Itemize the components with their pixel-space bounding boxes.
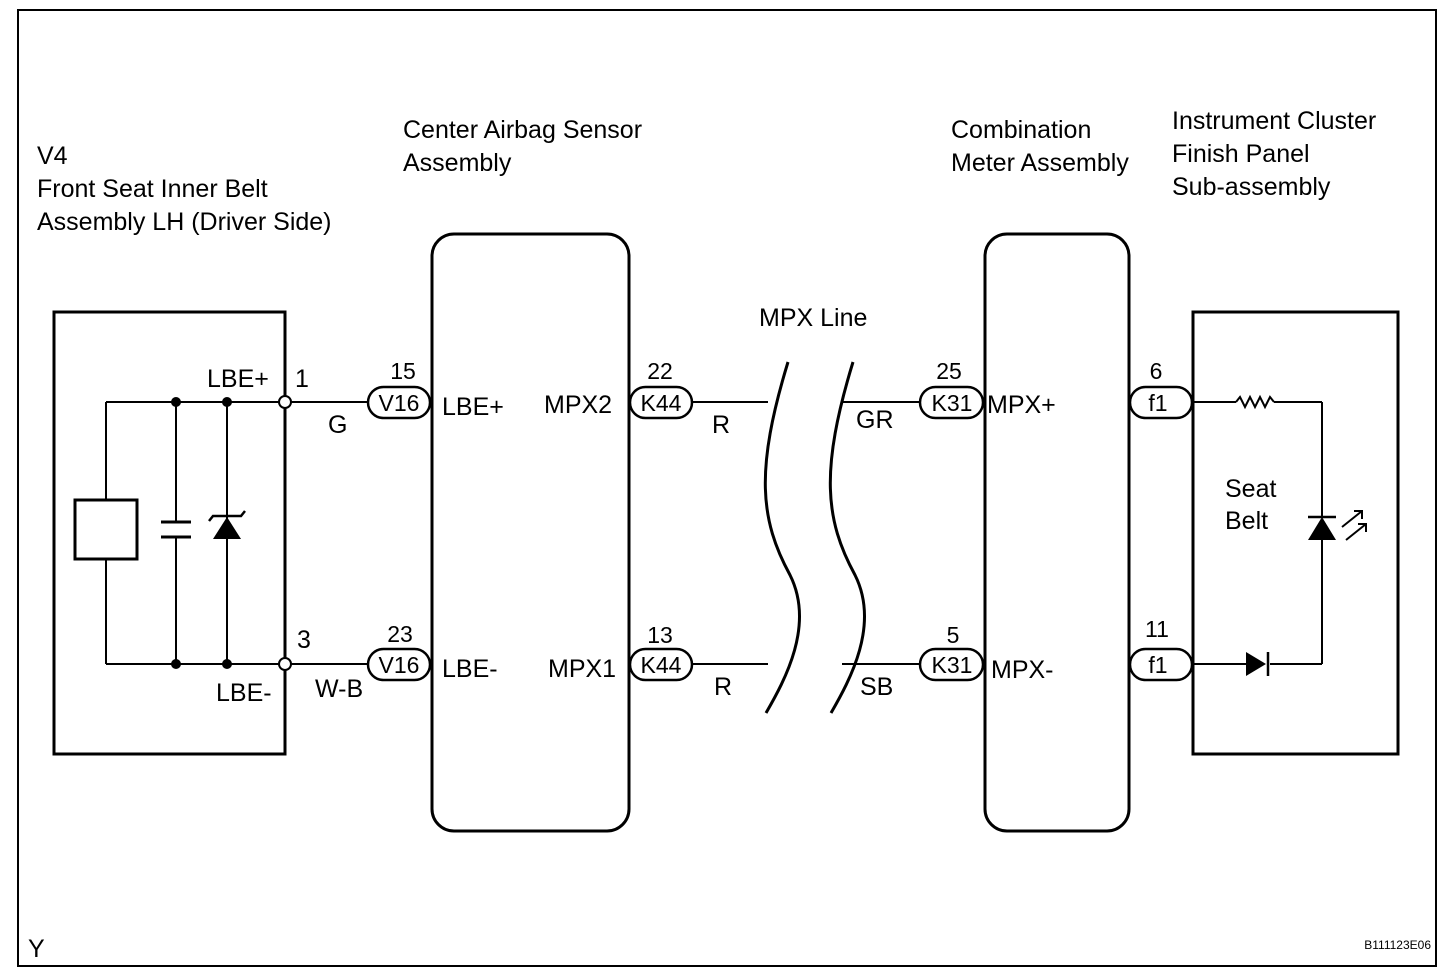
- terminal-lbe-minus: LBE-: [216, 679, 272, 707]
- combination-meter-box: [983, 232, 1131, 833]
- terminal-lbe-plus: LBE+: [207, 365, 269, 393]
- zener-diode-icon: [208, 510, 246, 539]
- svg-text:Combination: Combination: [951, 116, 1091, 144]
- svg-text:Meter Assembly: Meter Assembly: [951, 149, 1129, 177]
- seat-belt-assy-title: V4 Front Seat Inner Belt Assembly LH (Dr…: [37, 142, 332, 236]
- mpx-line-break-marks: [763, 361, 866, 714]
- airbag-sensor-title: Center Airbag Sensor Assembly: [403, 116, 642, 177]
- svg-text:Front Seat Inner Belt: Front Seat Inner Belt: [37, 175, 268, 203]
- svg-text:K31: K31: [932, 390, 973, 416]
- svg-text:K44: K44: [641, 390, 682, 416]
- terminal-1: [278, 395, 292, 409]
- svg-text:13: 13: [647, 622, 673, 648]
- corner-mark: Y: [28, 935, 45, 963]
- terminal-pin-3: 3: [297, 626, 311, 654]
- mpx-line-label: MPX Line: [759, 304, 867, 332]
- svg-text:15: 15: [390, 358, 416, 384]
- junction-dots: [171, 397, 232, 669]
- airbag-terminal-lbe-minus: LBE-: [442, 655, 498, 683]
- seat-belt-indicator-label-1: Seat: [1225, 475, 1276, 503]
- svg-text:Assembly: Assembly: [403, 149, 512, 177]
- wire-color-r-top: R: [712, 411, 730, 439]
- connector-k44-bottom: K44 13: [628, 622, 694, 682]
- wire-color-gr: GR: [856, 406, 894, 434]
- connector-k31-bottom: K31 5: [918, 622, 985, 682]
- terminal-pin-1: 1: [295, 365, 309, 393]
- svg-text:Assembly LH (Driver Side): Assembly LH (Driver Side): [37, 208, 332, 236]
- connector-k31-top: K31 25: [918, 358, 985, 420]
- wire-color-r-bottom: R: [714, 673, 732, 701]
- connector-v16-top: V16 15: [366, 358, 432, 420]
- svg-text:5: 5: [947, 622, 960, 648]
- airbag-terminal-mpx2: MPX2: [544, 391, 612, 419]
- airbag-sensor-box: [430, 232, 631, 833]
- combination-meter-title: Combination Meter Assembly: [951, 116, 1129, 177]
- svg-text:6: 6: [1150, 358, 1163, 384]
- meter-terminal-mpx-minus: MPX-: [991, 656, 1054, 684]
- diode-icon: [1246, 652, 1270, 676]
- switch-element: [73, 498, 139, 561]
- svg-text:Instrument Cluster: Instrument Cluster: [1172, 107, 1376, 135]
- airbag-terminal-lbe-plus: LBE+: [442, 393, 504, 421]
- capacitor-icon: [161, 520, 191, 539]
- terminal-3: [278, 657, 292, 671]
- svg-text:Sub-assembly: Sub-assembly: [1172, 173, 1331, 201]
- wire-color-sb: SB: [860, 673, 893, 701]
- svg-text:Center Airbag Sensor: Center Airbag Sensor: [403, 116, 642, 144]
- connector-k44-top: K44 22: [628, 358, 694, 420]
- airbag-terminal-mpx1: MPX1: [548, 655, 616, 683]
- svg-text:f1: f1: [1148, 390, 1167, 416]
- meter-terminal-mpx-plus: MPX+: [987, 391, 1056, 419]
- diagram-frame: [17, 9, 1437, 967]
- svg-text:V4: V4: [37, 142, 68, 170]
- svg-text:f1: f1: [1148, 652, 1167, 678]
- svg-text:22: 22: [647, 358, 673, 384]
- diagram-id: B111123E06: [1364, 938, 1431, 952]
- svg-text:V16: V16: [379, 390, 420, 416]
- seat-belt-assy-box: [52, 310, 287, 756]
- seat-belt-indicator-label-2: Belt: [1225, 507, 1268, 535]
- svg-text:23: 23: [387, 621, 413, 647]
- wires: [291, 401, 1323, 665]
- svg-text:V16: V16: [379, 652, 420, 678]
- svg-text:Finish Panel: Finish Panel: [1172, 140, 1310, 168]
- finish-panel-title: Instrument Cluster Finish Panel Sub-asse…: [1172, 107, 1376, 201]
- connector-f1-top: f1 6: [1128, 358, 1194, 420]
- svg-text:25: 25: [936, 358, 962, 384]
- resistor-icon: [1235, 394, 1275, 410]
- finish-panel-box: [1191, 310, 1400, 756]
- wire-color-g: G: [328, 411, 347, 439]
- svg-text:K44: K44: [641, 652, 682, 678]
- connector-f1-bottom: f1 11: [1128, 616, 1194, 682]
- connector-v16-bottom: V16 23: [366, 621, 432, 682]
- led-icon: [1308, 510, 1367, 541]
- svg-text:K31: K31: [932, 652, 973, 678]
- wire-color-wb: W-B: [315, 675, 363, 703]
- svg-text:11: 11: [1145, 616, 1169, 642]
